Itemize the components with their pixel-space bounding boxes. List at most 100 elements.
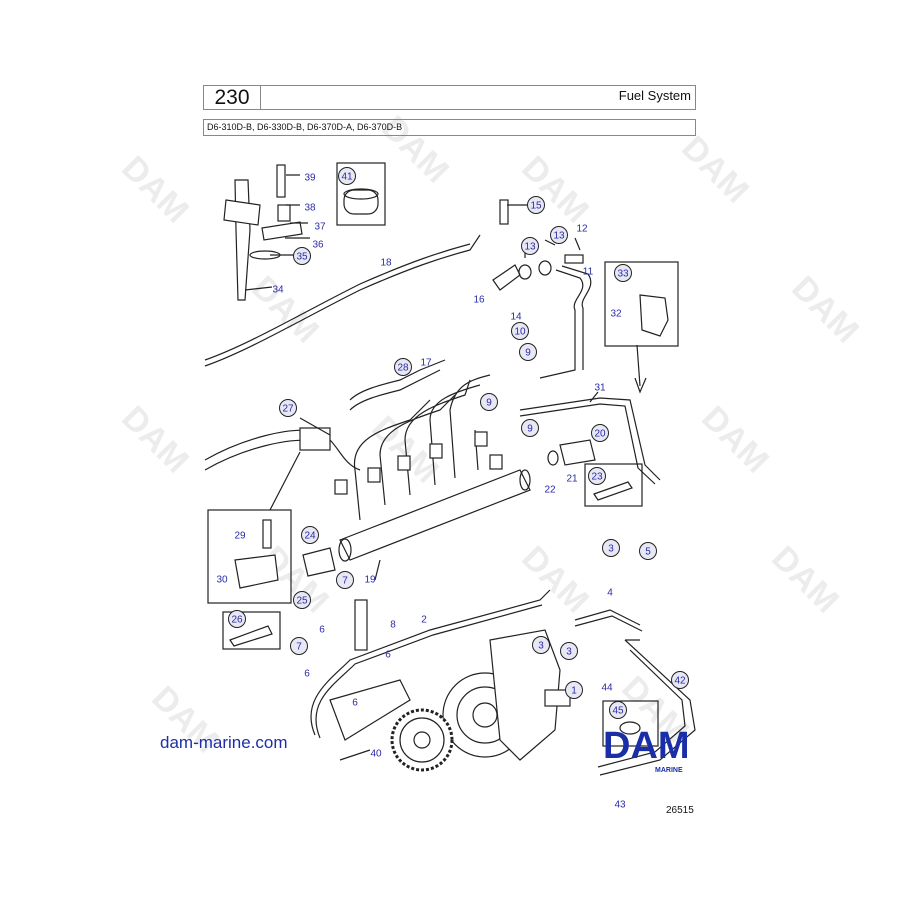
svg-text:3: 3 bbox=[538, 641, 544, 652]
svg-text:10: 10 bbox=[514, 327, 526, 338]
callout-6: 6 bbox=[304, 669, 310, 680]
svg-text:41: 41 bbox=[341, 172, 353, 183]
svg-text:1: 1 bbox=[571, 686, 577, 697]
svg-text:3: 3 bbox=[566, 647, 572, 658]
svg-text:9: 9 bbox=[486, 398, 492, 409]
dam-logo: DAM MARINE bbox=[603, 725, 690, 774]
bracket-detail-box-2 bbox=[207, 509, 292, 604]
callout-38: 38 bbox=[304, 203, 316, 214]
callout-circled-24: 24 bbox=[301, 526, 319, 544]
callout-circled-28: 28 bbox=[394, 358, 412, 376]
callout-6: 6 bbox=[352, 698, 358, 709]
fuel-rail bbox=[339, 469, 531, 561]
callout-44: 44 bbox=[601, 683, 613, 694]
callout-21: 21 bbox=[566, 474, 578, 485]
fuel-line-31 bbox=[519, 397, 661, 481]
callout-circled-1: 1 bbox=[565, 681, 583, 699]
svg-text:20: 20 bbox=[594, 429, 606, 440]
logo-sub-text: MARINE bbox=[655, 767, 683, 774]
svg-text:15: 15 bbox=[530, 201, 542, 212]
callout-circled-35: 35 bbox=[293, 247, 311, 265]
callout-6: 6 bbox=[385, 650, 391, 661]
callout-circled-26: 26 bbox=[228, 610, 246, 628]
svg-text:13: 13 bbox=[553, 231, 565, 242]
callout-32: 32 bbox=[610, 309, 622, 320]
callout-circled-33: 33 bbox=[614, 264, 632, 282]
sealant-box-26 bbox=[222, 611, 281, 650]
callout-22: 22 bbox=[544, 485, 556, 496]
callout-30: 30 bbox=[216, 575, 228, 586]
high-pressure-pump bbox=[442, 629, 571, 761]
svg-text:7: 7 bbox=[296, 642, 302, 653]
callout-circled-3: 3 bbox=[560, 642, 578, 660]
svg-text:28: 28 bbox=[397, 363, 409, 374]
callout-circled-25: 25 bbox=[293, 591, 311, 609]
callout-36: 36 bbox=[312, 240, 324, 251]
callout-circled-27: 27 bbox=[279, 399, 297, 417]
svg-text:35: 35 bbox=[296, 252, 308, 263]
callout-circled-13: 13 bbox=[550, 226, 568, 244]
callout-11: 11 bbox=[583, 267, 594, 278]
wiring-harness bbox=[204, 429, 361, 471]
hose-43 bbox=[599, 639, 696, 776]
callout-circled-13: 13 bbox=[521, 237, 539, 255]
callout-circled-20: 20 bbox=[591, 424, 609, 442]
callout-circled-9: 9 bbox=[480, 393, 498, 411]
svg-text:9: 9 bbox=[527, 424, 533, 435]
return-hose bbox=[204, 234, 481, 367]
callout-14: 14 bbox=[510, 312, 522, 323]
seal-kit-box bbox=[336, 162, 386, 226]
website-url[interactable]: dam-marine.com bbox=[160, 733, 288, 752]
callout-circled-9: 9 bbox=[519, 343, 537, 361]
svg-text:7: 7 bbox=[342, 576, 348, 587]
figure-number: 26515 bbox=[666, 805, 694, 816]
page-title: Fuel System bbox=[618, 88, 691, 103]
model-list: D6-310D-B, D6-330D-B, D6-370D-A, D6-370D… bbox=[203, 119, 696, 136]
callout-circled-10: 10 bbox=[511, 322, 529, 340]
svg-text:26: 26 bbox=[231, 615, 243, 626]
callout-40: 40 bbox=[370, 749, 382, 760]
svg-text:27: 27 bbox=[282, 404, 294, 415]
callout-12: 12 bbox=[576, 224, 588, 235]
logo-main-text: DAM bbox=[603, 725, 690, 767]
callout-circled-3: 3 bbox=[602, 539, 620, 557]
callout-circled-9: 9 bbox=[521, 419, 539, 437]
svg-text:25: 25 bbox=[296, 596, 308, 607]
callout-circled-42: 42 bbox=[671, 671, 689, 689]
callout-circled-41: 41 bbox=[338, 167, 356, 185]
callout-16: 16 bbox=[473, 295, 485, 306]
svg-text:33: 33 bbox=[617, 269, 629, 280]
callout-18: 18 bbox=[380, 258, 392, 269]
sealant-box-23 bbox=[584, 463, 643, 507]
svg-text:24: 24 bbox=[304, 531, 316, 542]
svg-text:13: 13 bbox=[524, 242, 536, 253]
callout-circled-23: 23 bbox=[588, 467, 606, 485]
svg-text:23: 23 bbox=[591, 472, 603, 483]
callout-34: 34 bbox=[272, 285, 284, 296]
callout-circled-7: 7 bbox=[336, 571, 354, 589]
svg-text:5: 5 bbox=[645, 547, 651, 558]
callout-17: 17 bbox=[420, 358, 432, 369]
callout-31: 31 bbox=[594, 383, 606, 394]
svg-text:42: 42 bbox=[674, 676, 686, 687]
callout-4: 4 bbox=[607, 588, 613, 599]
callout-circled-15: 15 bbox=[527, 196, 545, 214]
callout-19: 19 bbox=[364, 575, 376, 586]
callout-43: 43 bbox=[614, 800, 626, 811]
callout-circled-5: 5 bbox=[639, 542, 657, 560]
callout-6: 6 bbox=[319, 625, 325, 636]
gear-40 bbox=[390, 708, 454, 772]
callout-8: 8 bbox=[390, 620, 396, 631]
clamp-box-45 bbox=[602, 700, 659, 747]
svg-text:9: 9 bbox=[525, 348, 531, 359]
callout-circled-45: 45 bbox=[609, 701, 627, 719]
callout-circled-7: 7 bbox=[290, 637, 308, 655]
bracket-detail-box bbox=[604, 261, 679, 347]
callout-circled-3: 3 bbox=[532, 636, 550, 654]
callout-2: 2 bbox=[421, 615, 427, 626]
callout-37: 37 bbox=[314, 222, 326, 233]
callout-39: 39 bbox=[304, 173, 316, 184]
page-number: 230 bbox=[204, 86, 261, 109]
